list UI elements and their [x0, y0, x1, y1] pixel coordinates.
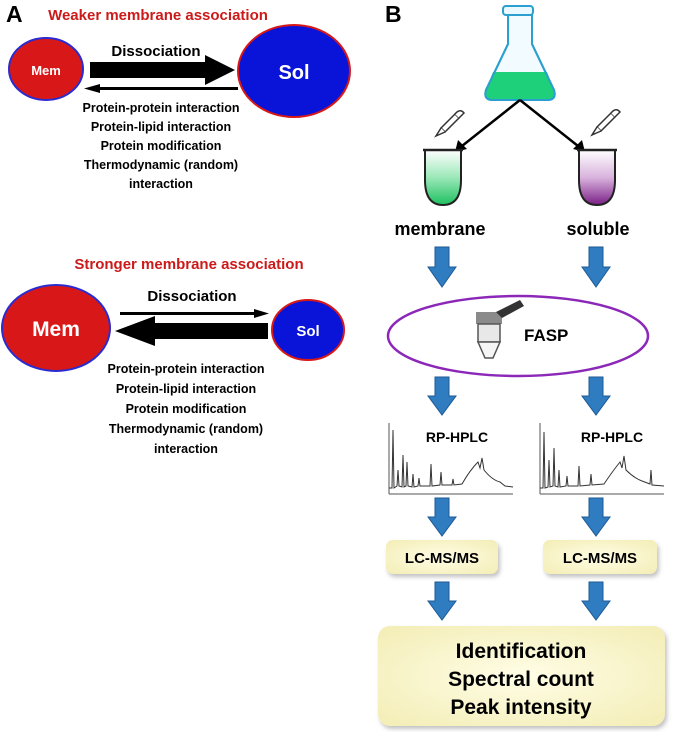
- stronger-factor: Protein-protein interaction: [108, 362, 265, 376]
- lcms-right-box: [543, 540, 657, 574]
- results-box: [378, 626, 665, 726]
- membrane-label: membrane: [394, 219, 485, 239]
- stronger-sol-label: Sol: [296, 323, 319, 340]
- fasp-ellipse: [386, 294, 650, 378]
- stronger-factor: Protein modification: [126, 402, 247, 416]
- panel-b-label: B: [385, 1, 402, 27]
- blue-arrow-down-icon: [427, 376, 457, 416]
- filter-device-icon: [476, 300, 524, 359]
- blue-arrow-down-icon: [581, 376, 611, 416]
- stronger-factor: interaction: [154, 442, 218, 456]
- tube-membrane-icon: [423, 148, 463, 207]
- stronger-thick-arrow: [115, 316, 268, 346]
- hplc-right-label: RP-HPLC: [581, 429, 643, 445]
- blue-arrow-down-icon: [427, 497, 457, 537]
- split-arrows: [455, 99, 585, 152]
- pipette-left-icon: [434, 110, 466, 138]
- weaker-mem-circle: [8, 37, 84, 101]
- weaker-factor: Thermodynamic (random): [84, 158, 238, 172]
- weaker-factors: Protein-protein interaction Protein-lipi…: [83, 101, 240, 191]
- stronger-sol-circle: [271, 299, 345, 361]
- weaker-sol-label: Sol: [278, 62, 309, 84]
- blue-arrow-down-icon: [427, 581, 457, 621]
- panel-a-label: A: [6, 1, 23, 27]
- blue-arrow-down-icon: [581, 497, 611, 537]
- chromatogram-right: [539, 423, 665, 495]
- result-identification: Identification: [456, 640, 587, 663]
- soluble-label: soluble: [566, 219, 629, 239]
- weaker-title: Weaker membrane association: [48, 7, 268, 24]
- blue-arrow-down-icon: [427, 246, 457, 288]
- weaker-mem-label: Mem: [31, 63, 61, 78]
- lcms-left-box: [386, 540, 498, 574]
- weaker-thick-arrow: [90, 55, 235, 85]
- result-peak-intensity: Peak intensity: [450, 696, 592, 719]
- stronger-factors: Protein-protein interaction Protein-lipi…: [108, 362, 265, 456]
- fasp-label: FASP: [524, 326, 568, 345]
- stronger-title: Stronger membrane association: [74, 256, 303, 273]
- weaker-factor: Protein-protein interaction: [83, 101, 240, 115]
- weaker-arrow-label: Dissociation: [111, 43, 200, 60]
- flask-icon: [484, 5, 556, 101]
- chromatogram-left: [388, 423, 514, 495]
- weaker-factor: Protein modification: [101, 139, 222, 153]
- stronger-thin-arrow: [120, 309, 269, 318]
- tube-soluble-icon: [577, 148, 617, 207]
- weaker-sol-circle: [237, 24, 351, 118]
- result-spectral-count: Spectral count: [448, 668, 594, 691]
- lcms-left-label: LC-MS/MS: [405, 550, 479, 567]
- weaker-thin-arrow: [84, 84, 238, 93]
- pipette-right-icon: [590, 109, 622, 137]
- hplc-left-label: RP-HPLC: [426, 429, 488, 445]
- stronger-factor: Protein-lipid interaction: [116, 382, 256, 396]
- stronger-arrow-label: Dissociation: [147, 288, 236, 305]
- stronger-mem-circle: [1, 284, 111, 372]
- stronger-factor: Thermodynamic (random): [109, 422, 263, 436]
- weaker-factor: Protein-lipid interaction: [91, 120, 231, 134]
- blue-arrow-down-icon: [581, 246, 611, 288]
- stronger-mem-label: Mem: [32, 318, 80, 341]
- lcms-right-label: LC-MS/MS: [563, 550, 637, 567]
- blue-arrow-down-icon: [581, 581, 611, 621]
- weaker-factor: interaction: [129, 177, 193, 191]
